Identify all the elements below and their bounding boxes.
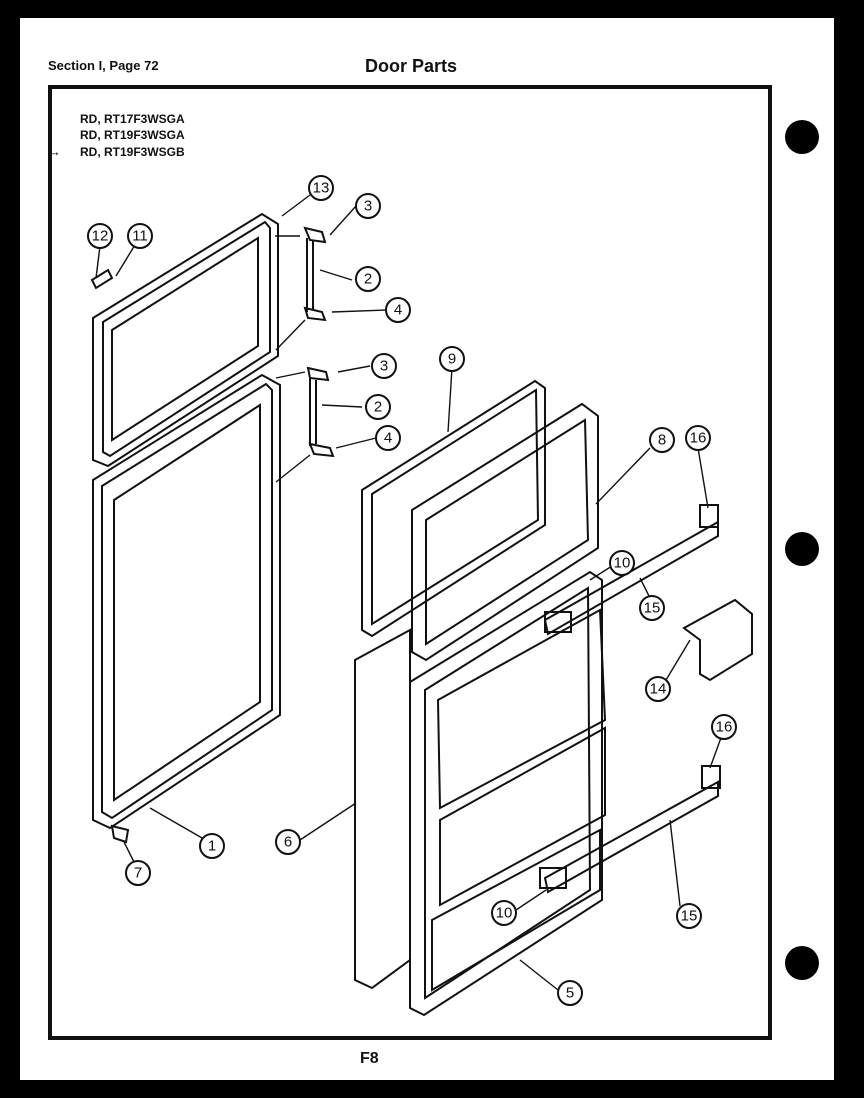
svg-text:8: 8 [658, 432, 666, 449]
model-number-selected: RD, RT19F3WSGB [80, 145, 185, 159]
svg-text:7: 7 [134, 865, 142, 882]
svg-text:10: 10 [496, 905, 513, 922]
binder-hole-icon [785, 120, 819, 154]
callout-9: 9 [439, 346, 465, 372]
svg-text:12: 12 [92, 228, 109, 245]
callout-2: 2 [355, 266, 381, 292]
callout-7: 7 [125, 860, 151, 886]
svg-text:15: 15 [681, 908, 698, 925]
callout-3: 3 [371, 353, 397, 379]
top-hinge-assembly [303, 226, 327, 322]
callout-4: 4 [375, 425, 401, 451]
svg-text:15: 15 [644, 600, 661, 617]
svg-text:4: 4 [394, 302, 402, 319]
callout-6: 6 [275, 829, 301, 855]
diagram-frame [48, 85, 772, 1040]
callout-4: 4 [385, 297, 411, 323]
freezer-inner-gasket [361, 379, 546, 638]
top-hinge-cover [90, 268, 114, 290]
leader-lines [95, 194, 723, 991]
callout-8: 8 [649, 427, 675, 453]
callout-15: 15 [676, 903, 702, 929]
fresh-food-door-liner [409, 570, 607, 1017]
callout-15: 15 [639, 595, 665, 621]
svg-text:6: 6 [284, 834, 292, 851]
svg-text:5: 5 [566, 985, 574, 1002]
svg-text:2: 2 [374, 399, 382, 416]
fresh-food-shelf-bar [539, 765, 721, 894]
callout-1: 1 [199, 833, 225, 859]
callout-2: 2 [365, 394, 391, 420]
freezer-shelf-bar [543, 504, 719, 636]
svg-text:16: 16 [690, 430, 707, 447]
callout-16: 16 [685, 425, 711, 451]
svg-text:1: 1 [208, 838, 216, 855]
svg-text:3: 3 [364, 198, 372, 215]
callout-13: 13 [308, 175, 334, 201]
selected-model-arrow-icon: → [48, 144, 61, 159]
callout-12: 12 [87, 223, 113, 249]
svg-text:2: 2 [364, 271, 372, 288]
svg-text:9: 9 [448, 351, 456, 368]
callout-11: 11 [127, 223, 153, 249]
model-number: RD, RT19F3WSGA [80, 128, 185, 142]
section-page-label: Section I, Page 72 [48, 58, 159, 73]
svg-text:13: 13 [313, 180, 330, 197]
svg-text:4: 4 [384, 430, 392, 447]
callout-10: 10 [491, 900, 517, 926]
svg-text:14: 14 [650, 681, 667, 698]
svg-text:16: 16 [716, 719, 733, 736]
svg-text:11: 11 [132, 228, 148, 245]
freezer-door-liner [411, 402, 599, 662]
callout-10: 10 [609, 550, 635, 576]
callout-16: 16 [711, 714, 737, 740]
callout-3: 3 [355, 193, 381, 219]
fresh-food-door-gasket [92, 373, 281, 830]
callout-5: 5 [557, 980, 583, 1006]
svg-text:10: 10 [614, 555, 631, 572]
cover-part [682, 598, 753, 682]
freezer-door-gasket [92, 212, 279, 468]
bottom-hinge-pin [110, 824, 130, 844]
fresh-food-inner-gasket [354, 628, 411, 990]
svg-text:3: 3 [380, 358, 388, 375]
middle-hinge-assembly [306, 366, 335, 458]
binder-hole-icon [785, 532, 819, 566]
callout-14: 14 [645, 676, 671, 702]
model-number: RD, RT17F3WSGA [80, 112, 185, 126]
binder-hole-icon [785, 946, 819, 980]
page-title: Door Parts [365, 56, 458, 76]
page-code: F8 [360, 1050, 379, 1067]
